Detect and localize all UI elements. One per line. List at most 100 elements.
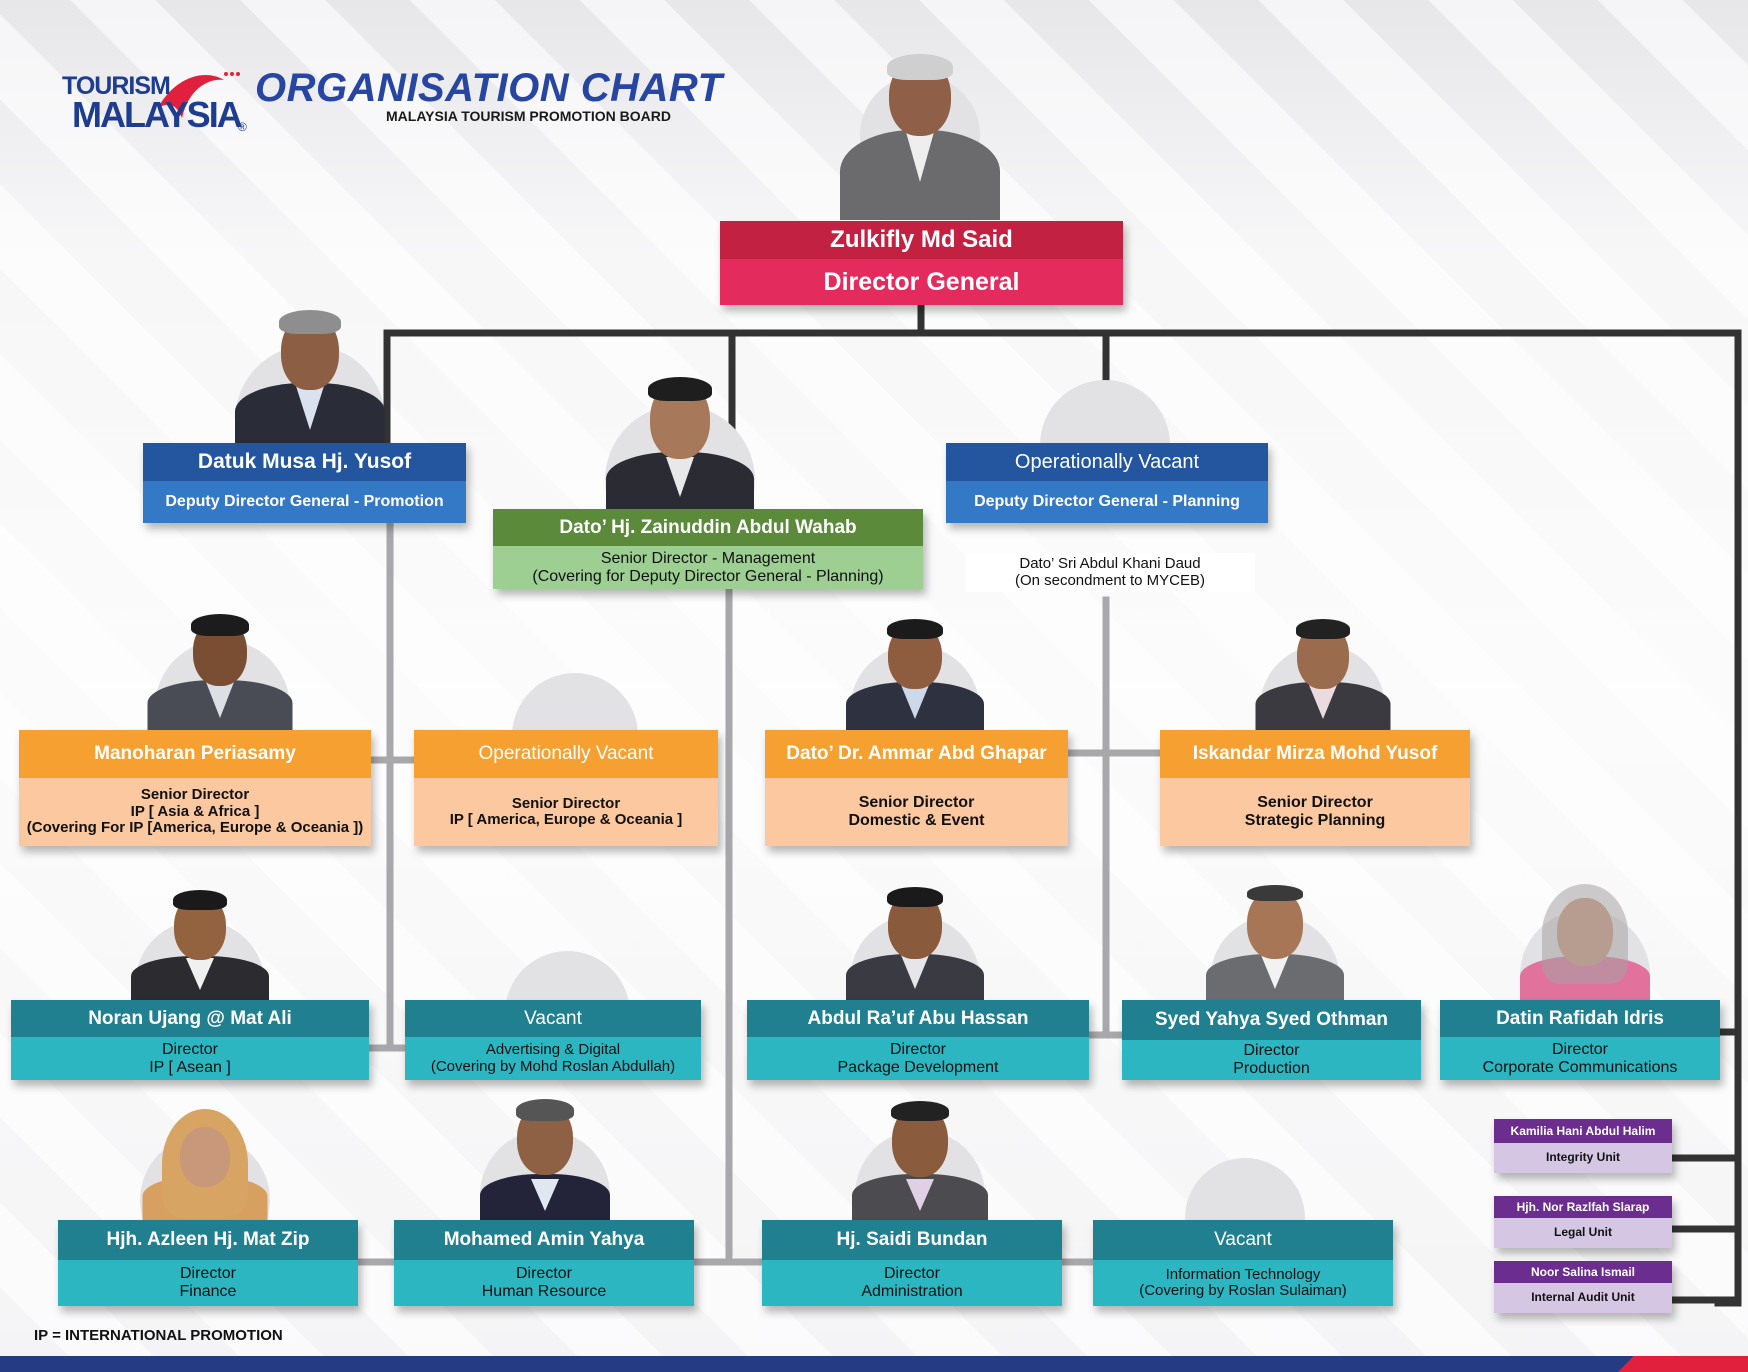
amin-name: Mohamed Amin Yahya <box>394 1220 694 1260</box>
syed-name: Syed Yahya Syed Othman <box>1122 1000 1421 1040</box>
adv-vacant-role-line2: (Covering by Mohd Roslan Abdullah) <box>430 1057 676 1075</box>
azleen-portrait <box>130 1105 280 1220</box>
manoharan-card: Manoharan Periasamy Senior Director IP [… <box>19 730 371 846</box>
rafidah-portrait <box>1510 880 1660 1000</box>
saidi-name: Hj. Saidi Bundan <box>762 1220 1062 1260</box>
manoharan-name: Manoharan Periasamy <box>19 730 371 778</box>
rafidah-name: Datin Rafidah Idris <box>1440 1000 1720 1037</box>
logo-text-malaysia: MALAYSIA <box>72 94 243 135</box>
noran-name: Noran Ujang @ Mat Ali <box>11 1000 369 1037</box>
syed-role: Director Production <box>1122 1040 1421 1080</box>
legal-unit-role: Legal Unit <box>1494 1218 1672 1248</box>
ammar-portrait <box>840 615 990 730</box>
ddg-planning-role: Deputy Director General - Planning <box>946 481 1268 523</box>
vacant-ip-role-line1: Senior Director <box>511 794 621 812</box>
azleen-role-line2: Finance <box>179 1283 237 1300</box>
azleen-name: Hjh. Azleen Hj. Mat Zip <box>58 1220 358 1260</box>
iskandar-portrait <box>1250 615 1395 730</box>
dg-name: Zulkifly Md Said <box>720 221 1123 259</box>
ammar-role: Senior Director Domestic & Event <box>765 778 1068 846</box>
manoharan-role: Senior Director IP [ Asia & Africa ] (Co… <box>19 778 371 846</box>
sd-management-card: Dato’ Hj. Zainuddin Abdul Wahab Senior D… <box>493 509 923 589</box>
chart-subtitle: MALAYSIA TOURISM PROMOTION BOARD <box>386 108 671 124</box>
ddg-planning-note-line1: Dato’ Sri Abdul Khani Daud <box>1019 555 1201 572</box>
syed-role-line2: Production <box>1233 1060 1310 1077</box>
manoharan-portrait <box>140 610 300 730</box>
noran-card: Noran Ujang @ Mat Ali Director IP [ Asea… <box>11 1000 369 1080</box>
logo-registered-mark: ® <box>238 120 247 134</box>
iskandar-role-line1: Senior Director <box>1257 794 1373 812</box>
syed-role-line1: Director <box>1243 1042 1300 1060</box>
adv-vacant-role: Advertising & Digital (Covering by Mohd … <box>405 1037 701 1080</box>
noran-portrait <box>125 890 275 1000</box>
dg-role: Director General <box>720 259 1123 305</box>
saidi-card: Hj. Saidi Bundan Director Administration <box>762 1220 1062 1306</box>
ddg-planning-placeholder <box>1035 375 1175 445</box>
ddg-planning-note: Dato’ Sri Abdul Khani Daud (On secondmen… <box>965 553 1255 592</box>
vacant-ip-placeholder <box>500 665 650 730</box>
ddg-planning-note-line2: (On secondment to MYCEB) <box>1014 572 1206 590</box>
amin-role-line1: Director <box>515 1265 572 1283</box>
ammar-role-line1: Senior Director <box>858 794 975 812</box>
bottom-bar <box>0 1356 1748 1372</box>
iskandar-name: Iskandar Mirza Mohd Yusof <box>1160 730 1470 778</box>
abdul-rauf-role: Director Package Development <box>747 1037 1089 1080</box>
audit-unit-role: Internal Audit Unit <box>1494 1283 1672 1313</box>
adv-vacant-role-line1: Advertising & Digital <box>485 1041 621 1058</box>
iskandar-card: Iskandar Mirza Mohd Yusof Senior Directo… <box>1160 730 1470 846</box>
rafidah-role-line2: Corporate Communications <box>1482 1058 1678 1076</box>
it-vacant-role-line1: Information Technology <box>1165 1265 1321 1283</box>
amin-portrait <box>470 1095 620 1220</box>
manoharan-role-line2: IP [ Asia & Africa ] <box>130 802 260 820</box>
logo-swoosh-icon <box>158 72 240 118</box>
rafidah-role-line1: Director <box>1551 1040 1608 1058</box>
it-vacant-name: Vacant <box>1093 1220 1393 1260</box>
iskandar-role-line2: Strategic Planning <box>1244 812 1386 829</box>
noran-role: Director IP [ Asean ] <box>11 1037 369 1080</box>
ammar-name: Dato’ Dr. Ammar Abd Ghapar <box>765 730 1068 778</box>
amin-card: Mohamed Amin Yahya Director Human Resour… <box>394 1220 694 1306</box>
ddg-planning-card: Operationally Vacant Deputy Director Gen… <box>946 443 1268 523</box>
rafidah-card: Datin Rafidah Idris Director Corporate C… <box>1440 1000 1720 1080</box>
sd-management-role-line1: Senior Director - Management <box>600 549 816 567</box>
ddg-promotion-name: Datuk Musa Hj. Yusof <box>143 443 466 481</box>
bottom-accent <box>1618 1356 1748 1372</box>
adv-vacant-card: Vacant Advertising & Digital (Covering b… <box>405 1000 701 1080</box>
vacant-ip-name: Operationally Vacant <box>414 730 718 778</box>
it-vacant-placeholder <box>1180 1150 1310 1220</box>
saidi-portrait <box>845 1095 995 1220</box>
adv-vacant-name: Vacant <box>405 1000 701 1037</box>
abdul-rauf-portrait <box>840 885 990 1000</box>
vacant-ip-role-line2: IP [ America, Europe & Oceania ] <box>449 811 683 828</box>
legal-unit-name: Hjh. Nor Razlfah Slarap <box>1494 1196 1672 1218</box>
sd-management-portrait <box>600 375 760 510</box>
audit-unit-name: Noor Salina Ismail <box>1494 1261 1672 1283</box>
it-vacant-card: Vacant Information Technology (Covering … <box>1093 1220 1393 1306</box>
noran-role-line1: Director <box>161 1040 218 1058</box>
dg-portrait <box>820 50 1020 220</box>
azleen-role-line1: Director <box>179 1265 236 1283</box>
sd-management-role-line2: (Covering for Deputy Director General - … <box>532 567 884 585</box>
abdul-rauf-name: Abdul Ra’uf Abu Hassan <box>747 1000 1089 1037</box>
syed-card: Syed Yahya Syed Othman Director Producti… <box>1122 1000 1421 1080</box>
sd-management-name: Dato’ Hj. Zainuddin Abdul Wahab <box>493 509 923 546</box>
integrity-unit-name: Kamilia Hani Abdul Halim <box>1494 1119 1672 1143</box>
azleen-role: Director Finance <box>58 1260 358 1306</box>
logo-text-tourism: TOURISM <box>62 72 171 100</box>
dg-card: Zulkifly Md Said Director General <box>720 221 1123 305</box>
footnote: IP = INTERNATIONAL PROMOTION <box>34 1327 283 1344</box>
abdul-rauf-role-line2: Package Development <box>837 1058 999 1076</box>
sd-management-role: Senior Director - Management (Covering f… <box>493 546 923 589</box>
ddg-promotion-role: Deputy Director General - Promotion <box>143 481 466 523</box>
audit-unit-card: Noor Salina Ismail Internal Audit Unit <box>1494 1261 1672 1313</box>
ddg-promotion-portrait <box>215 300 405 445</box>
vacant-ip-role: Senior Director IP [ America, Europe & O… <box>414 778 718 846</box>
rafidah-role: Director Corporate Communications <box>1440 1037 1720 1080</box>
saidi-role: Director Administration <box>762 1260 1062 1306</box>
saidi-role-line2: Administration <box>861 1283 963 1300</box>
saidi-role-line1: Director <box>883 1265 940 1283</box>
manoharan-role-line3: (Covering For IP [America, Europe & Ocea… <box>26 819 364 837</box>
syed-portrait <box>1200 885 1350 1000</box>
noran-role-line2: IP [ Asean ] <box>149 1058 231 1076</box>
iskandar-role: Senior Director Strategic Planning <box>1160 778 1470 846</box>
